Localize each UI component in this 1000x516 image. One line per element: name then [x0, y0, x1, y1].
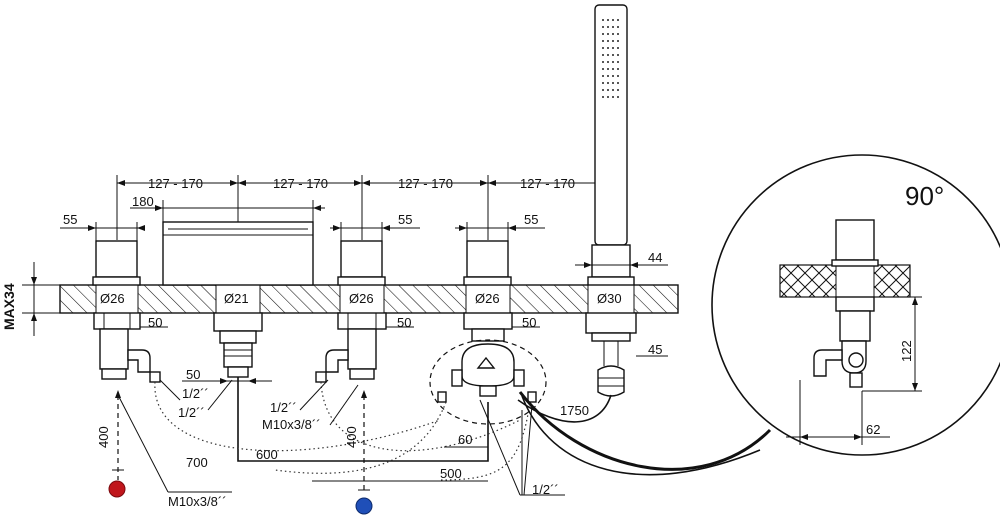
offset-60-label: 60 [458, 432, 472, 447]
cold-valve-body [315, 312, 387, 383]
left-offset-label: 50 [148, 315, 162, 330]
spout-offset-dimension: 50 [182, 367, 272, 384]
hot-supply: 400 [96, 390, 126, 498]
hand-shower [587, 4, 635, 286]
spacing-dimensions: 127 - 170 127 - 170 127 - 170 127 - 170 [116, 175, 612, 240]
hot-valve-body [93, 312, 161, 383]
diameter-label-4: Ø26 [475, 291, 500, 306]
diameter-labels: Ø26 Ø21 Ø26 Ø26 Ø30 [100, 291, 622, 306]
thread-label-half-mid: 1/2´´ [270, 400, 297, 415]
middle-offset-label: 50 [397, 315, 411, 330]
spout-width-label: 180 [132, 194, 154, 209]
spacing-label-3: 127 - 170 [398, 176, 453, 191]
hose-600-label: 600 [256, 447, 278, 462]
spout [162, 221, 314, 286]
diameter-label-3: Ø26 [349, 291, 374, 306]
thread-label-half-right: 1/2´´ [532, 482, 559, 497]
spout-width-dimension: 180 [130, 194, 325, 222]
thread-callouts: M10x3/8´´ 1/2´´ 1/2´´ 1/2´´ M10x3/8´´ 1/… [117, 379, 565, 509]
spacing-label-4: 127 - 170 [520, 176, 575, 191]
hose-1750-label: 1750 [560, 403, 589, 418]
handshower-offset-label: 45 [648, 342, 662, 357]
detail-connector-arrow [518, 391, 772, 471]
thread-label-half-left: 1/2´´ [182, 386, 209, 401]
cold-water-marker [355, 497, 373, 515]
handshower-width-dimension: 44 [575, 250, 668, 268]
hot-supply-height-label: 400 [96, 426, 111, 448]
spacing-label-2: 127 - 170 [273, 176, 328, 191]
diameter-label-1: Ø26 [100, 291, 125, 306]
handle-width-label-3: 55 [524, 212, 538, 227]
thread-label-m10-mid: M10x3/8´´ [262, 417, 321, 432]
detail-height-label: 122 [899, 340, 914, 362]
cold-supply-height-label: 400 [344, 426, 359, 448]
left-offset-dimension: 50 [140, 315, 168, 330]
diverter-highlight-circle [429, 339, 547, 425]
middle-handle [337, 240, 386, 286]
diverter-offset-label: 50 [522, 315, 536, 330]
handshower-body [585, 312, 637, 397]
deck-max-label: MAX34 [1, 283, 17, 330]
diverter-handle [463, 240, 512, 286]
left-handle [92, 240, 141, 286]
thread-label-m10-left: M10x3/8´´ [168, 494, 227, 509]
spout-offset-label: 50 [186, 367, 200, 382]
diameter-label-5: Ø30 [597, 291, 622, 306]
handshower-width-label: 44 [648, 250, 662, 265]
handle-width-label-2: 55 [398, 212, 412, 227]
cold-supply: 400 [344, 390, 373, 515]
spacing-label-1: 127 - 170 [148, 176, 203, 191]
hose-500-label: 500 [440, 466, 462, 481]
handle-width-label-1: 55 [63, 212, 77, 227]
deck-thickness-dimension: MAX34 [1, 262, 60, 336]
hot-water-marker [108, 480, 126, 498]
middle-offset-dimension: 50 [386, 315, 414, 330]
detail-width-label: 62 [866, 422, 880, 437]
lower-dimension-labels: 700 600 500 60 1750 [186, 403, 589, 482]
diverter-offset-dimension: 50 [512, 315, 540, 330]
hose-lines [154, 377, 761, 481]
diverter-body [437, 312, 537, 403]
spout-body [213, 312, 263, 378]
diameter-label-2: Ø21 [224, 291, 249, 306]
hose-700-label: 700 [186, 455, 208, 470]
detail-view: 90° 122 62 [711, 154, 1000, 456]
detail-angle-label: 90° [905, 181, 944, 211]
handshower-offset-dimension: 45 [636, 342, 668, 357]
thread-label-half-left-2: 1/2´´ [178, 405, 205, 420]
